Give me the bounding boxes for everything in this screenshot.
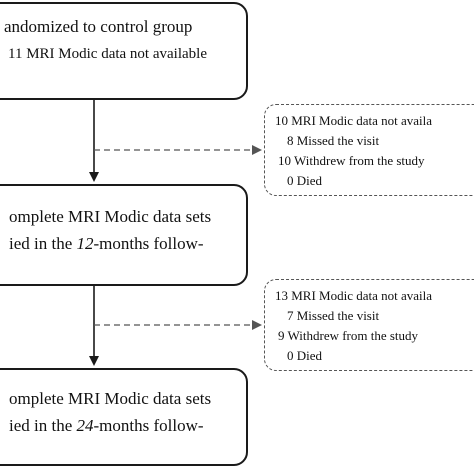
box3-line2-start: ied in the <box>9 416 77 435</box>
lost-at-24-months-box: 13 MRI Modic data not availa 7 Missed th… <box>264 279 474 371</box>
side1-line1: 10 MRI Modic data not availa <box>275 113 433 128</box>
box3-line2: ied in the 24-months follow- <box>9 417 204 434</box>
side1-line2: 8 Missed the visit <box>287 133 380 148</box>
randomized-control-box: andomized to control group 11 MRI Modic … <box>0 2 248 100</box>
lost-at-12-months-box: 10 MRI Modic data not availa 8 Missed th… <box>264 104 474 196</box>
box2-line2-months: 12 <box>76 234 94 253</box>
twentyfour-month-box: omplete MRI Modic data sets ied in the 2… <box>0 368 248 466</box>
box3-line1: omplete MRI Modic data sets <box>9 389 212 408</box>
twelve-month-box: omplete MRI Modic data sets ied in the 1… <box>0 184 248 286</box>
box2-line2: ied in the 12-months follow- <box>9 235 204 252</box>
box3-line2-months: 24 <box>76 416 94 435</box>
side2-line1: 13 MRI Modic data not availa <box>275 288 433 303</box>
box2-line2-start: ied in the <box>9 234 77 253</box>
side1-line4: 0 Died <box>287 173 323 188</box>
box1-missing-data: 11 MRI Modic data not available <box>8 46 207 62</box>
box1-title: andomized to control group <box>4 17 193 36</box>
side2-line2: 7 Missed the visit <box>287 308 380 323</box>
side1-line3: 10 Withdrew from the study <box>278 153 425 168</box>
box3-line2-end: -months follow- <box>93 416 204 435</box>
box2-line2-end: -months follow- <box>93 234 204 253</box>
side2-line4: 0 Died <box>287 348 323 363</box>
box2-line1: omplete MRI Modic data sets <box>9 207 212 226</box>
side2-line3: 9 Withdrew from the study <box>278 328 419 343</box>
